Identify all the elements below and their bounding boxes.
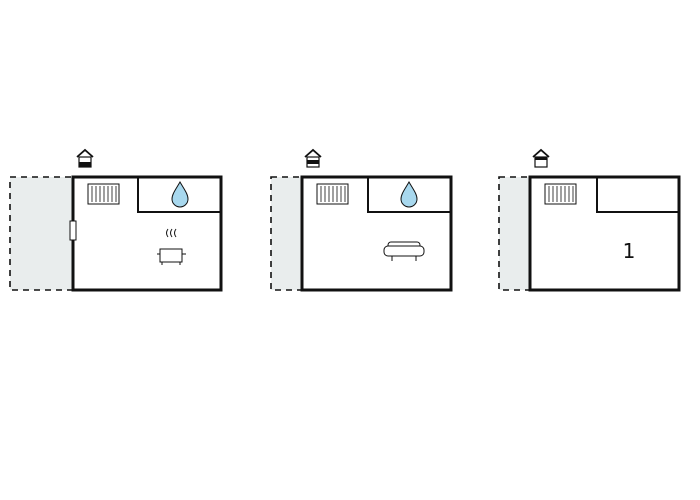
- room-number-label: 1: [623, 239, 636, 263]
- terrace-area: [270, 176, 303, 291]
- water-drop-icon: [400, 180, 418, 208]
- water-drop-icon: [171, 180, 189, 208]
- bathroom-partition: [137, 177, 221, 213]
- floor-plan-3: 1: [498, 148, 681, 292]
- terrace-area: [9, 176, 74, 291]
- radiator-icon: [544, 183, 577, 205]
- house-floor-icon-middle: [304, 148, 322, 168]
- floor-plan-1: [9, 148, 223, 292]
- sofa-icon: [383, 241, 425, 261]
- house-floor-icon-ground: [76, 148, 94, 168]
- terrace-area: [498, 176, 531, 291]
- bathroom-partition: [367, 177, 451, 213]
- room-outline: [300, 175, 453, 292]
- floor-plan-2: [270, 148, 453, 292]
- house-floor-icon-upper: [532, 148, 550, 168]
- bathroom-partition: [596, 177, 679, 213]
- cooking-pot-icon: [157, 228, 186, 265]
- radiator-icon: [87, 183, 120, 205]
- radiator-icon: [316, 183, 349, 205]
- door-icon: [69, 220, 77, 241]
